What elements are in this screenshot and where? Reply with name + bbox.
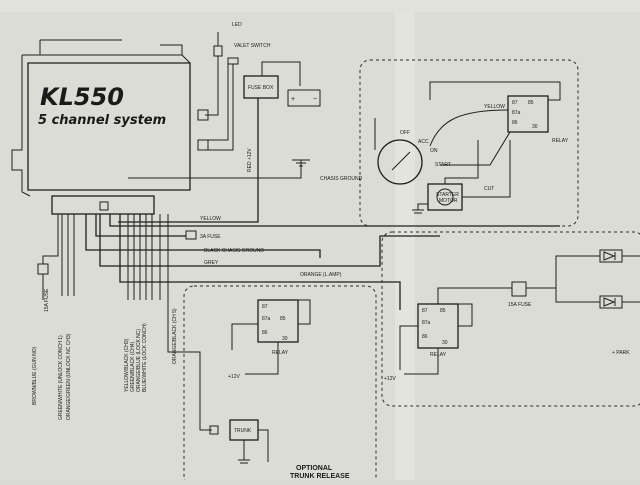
svg-text:30: 30	[442, 340, 448, 346]
svg-text:MOTOR: MOTOR	[439, 198, 458, 204]
orange-blue-label: ORANGE/BLUE (LOCK NC)	[136, 329, 142, 392]
fuse-15a-right-label: 15A FUSE	[508, 302, 532, 308]
trunk-section: 87 87a 85 86 30 RELAY +12V TRUNK OPTIONA…	[183, 285, 377, 485]
trunk-label: TRUNK	[234, 428, 252, 434]
battery-icon	[287, 89, 321, 107]
trunk-dashed-box	[183, 285, 377, 485]
brown-blue-label: BROWN/BLUE (GUN NO)	[32, 346, 38, 405]
led-plug	[197, 109, 209, 121]
svg-text:86: 86	[422, 334, 428, 340]
yellow-black-label: YELLOW/BLACK (CH3)	[124, 338, 130, 392]
svg-text:STARTER: STARTER	[436, 192, 459, 198]
ign-off-label: OFF	[400, 130, 410, 136]
valet-switch-label: VALET SWITCH	[234, 43, 271, 49]
blue-white-label: BLUE/WHITE (LOCK CONCH)	[142, 323, 148, 392]
svg-text:86: 86	[512, 120, 518, 126]
trunk-relay-label: RELAY	[272, 350, 289, 356]
fuse-box-label: FUSE BOX	[248, 85, 274, 91]
svg-text:87: 87	[512, 100, 518, 106]
connector-key	[99, 201, 109, 211]
module-connector	[51, 195, 155, 215]
led-valet: LED VALET SWITCH	[197, 22, 271, 151]
yellow-wire-label: YELLOW	[200, 216, 221, 222]
module-title: KL550	[40, 83, 124, 111]
optional-label: OPTIONAL	[296, 465, 333, 472]
harness-wires: YELLOW 3A FUSE BLACK CHASIS GROUND GREY …	[85, 214, 560, 310]
svg-text:−: −	[313, 96, 317, 103]
lamp-section: 87 85 87a 86 30 RELAY +12V 15A FUSE + PA…	[381, 231, 640, 407]
svg-text:87: 87	[262, 304, 268, 310]
starter-relay-label: RELAY	[552, 138, 569, 144]
trunk-release-label: TRUNK RELEASE	[290, 473, 350, 480]
orange-lamp-label: ORANGE (L.AMP)	[300, 272, 342, 278]
fuse-3a-label: 3A FUSE	[200, 234, 221, 240]
orange-green-label: ORANGE/GREEN (UNLOCK NC CH3)	[66, 333, 72, 420]
fuse-box-battery: FUSE BOX + − RED +12V CHASIS GROUND	[118, 61, 363, 223]
svg-text:85: 85	[440, 308, 446, 314]
fuse-3a	[185, 230, 197, 240]
ign-yellow-label: YELLOW	[484, 104, 505, 110]
parking-label: + PARK	[612, 350, 630, 356]
green-white-label: GREEN/WHITE (UNLOCK CONCH 1)	[58, 335, 64, 420]
svg-text:87a: 87a	[262, 316, 271, 322]
kl550-module: KL550 5 channel system	[11, 39, 191, 215]
orange-black-label: ORANGE/BLACK (CH 5)	[172, 308, 178, 364]
ign-on-label: ON	[430, 148, 438, 154]
valet-plug	[197, 139, 209, 151]
chassis-ground-label: CHASIS GROUND	[320, 176, 363, 182]
fuse-15a-left-label: 15A FUSE	[44, 288, 50, 312]
black-ground-label: BLACK CHASIS GROUND	[204, 248, 264, 254]
svg-text:87: 87	[422, 308, 428, 314]
svg-text:87a: 87a	[422, 320, 431, 326]
svg-text:86: 86	[262, 330, 268, 336]
svg-text:30: 30	[532, 124, 538, 130]
module-subtitle: 5 channel system	[38, 113, 166, 128]
fuse-15a-right	[511, 281, 527, 297]
fuse-box	[243, 75, 279, 99]
green-black-label: GREEN/BLACK (CH4)	[130, 341, 136, 392]
lamp-12v-label: +12V	[384, 376, 396, 382]
trunk-12v-label: +12V	[228, 374, 240, 380]
svg-text:30: 30	[282, 336, 288, 342]
grey-label: GREY	[204, 260, 219, 266]
left-wires: 15A FUSE BROWN/BLUE (GUN NO) GREEN/WHITE…	[32, 214, 212, 431]
lamp-dashed-box	[381, 231, 640, 407]
trunk-plug	[209, 425, 219, 435]
svg-text:85: 85	[528, 100, 534, 106]
ign-cut-label: CUT	[484, 186, 494, 192]
svg-text:85: 85	[280, 316, 286, 322]
red-12v-label: RED +12V	[247, 148, 253, 172]
ignition-switch	[377, 139, 423, 185]
ign-acc-label: ACC	[418, 139, 429, 145]
svg-text:87a: 87a	[512, 110, 521, 116]
svg-text:+: +	[291, 96, 295, 103]
led-label: LED	[232, 22, 242, 28]
starter-relay	[507, 95, 549, 133]
